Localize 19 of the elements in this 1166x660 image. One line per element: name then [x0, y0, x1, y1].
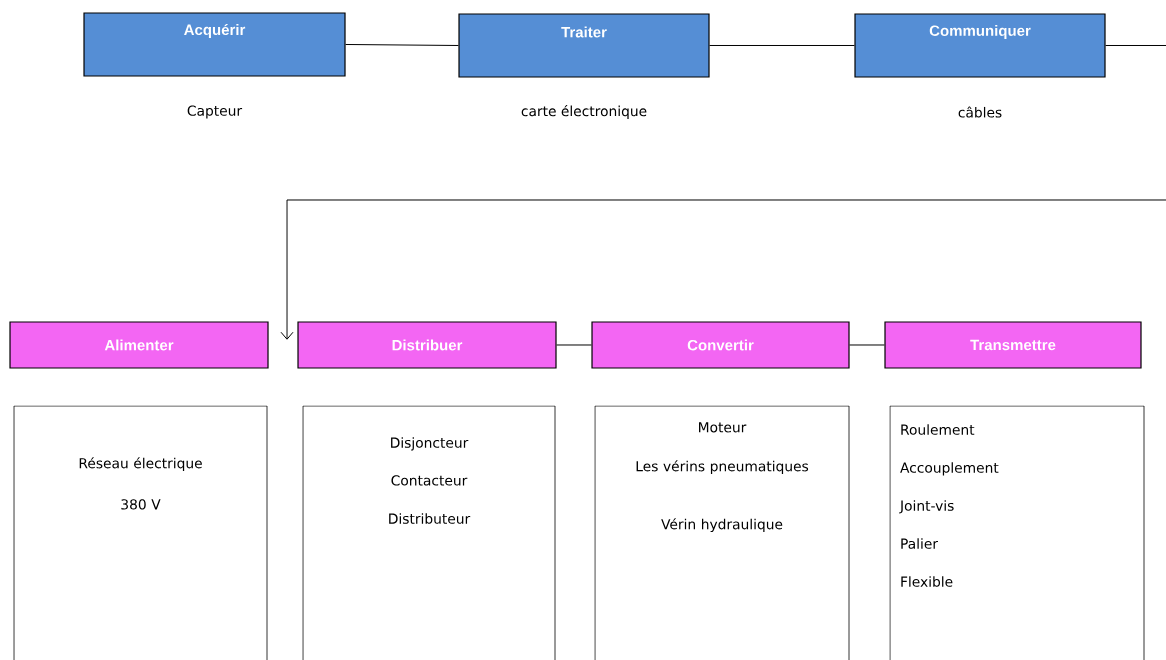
connector-line [345, 44, 459, 46]
component-list-box: Moteur Les vérins pneumatiques Vérin hydraulique [594, 405, 850, 660]
component-list-box: Disjoncteur Contacteur Distributeur [302, 405, 556, 660]
component-list-box: Réseau électrique 380 V [13, 405, 268, 660]
node-label: câbles [958, 106, 1002, 118]
function-box: Distribuer [297, 321, 557, 369]
connector-line [280, 45, 1166, 340]
function-box: Acquérir [83, 12, 346, 77]
function-box: Traiter [458, 13, 710, 78]
connector-line [556, 344, 592, 346]
function-box: Communiquer [854, 13, 1106, 78]
function-box: Alimenter [9, 321, 269, 369]
connector-line [709, 45, 855, 46]
function-box: Convertir [591, 321, 850, 369]
connector-line [849, 344, 885, 346]
function-box: Transmettre [884, 321, 1142, 369]
node-label: carte électronique [521, 105, 647, 119]
component-list-box: Roulement Accouplement Joint-vis Palier Flexible [889, 405, 1145, 660]
node-label: Capteur [187, 105, 243, 119]
